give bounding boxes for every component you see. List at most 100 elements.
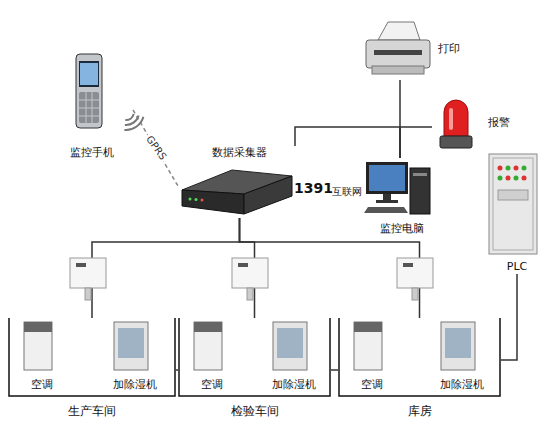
dehumidifier-grill xyxy=(277,328,303,358)
device-node: 空调 xyxy=(16,320,68,392)
plc-cabinet xyxy=(489,154,537,254)
sensor-probe xyxy=(412,288,418,300)
computer-node: 监控电脑 xyxy=(362,158,442,236)
plc-lamp xyxy=(514,166,519,171)
plc-lamp xyxy=(498,166,503,171)
device-node: 加除湿机 xyxy=(262,320,326,392)
keypad-line xyxy=(79,116,99,117)
sensor-box xyxy=(397,258,433,288)
air-conditioner xyxy=(194,322,222,370)
monitor-stand xyxy=(383,194,391,200)
phone-body xyxy=(76,54,102,128)
sensor-logo xyxy=(238,263,248,267)
dehumidifier-grill xyxy=(118,328,144,358)
room-bracket xyxy=(339,318,500,396)
node-label: 空调 xyxy=(346,378,398,392)
sensor-probe xyxy=(247,288,253,300)
keypad-line xyxy=(79,100,99,101)
signal-wave xyxy=(124,117,143,130)
wire-connector xyxy=(176,369,178,371)
monitor-frame xyxy=(366,162,408,194)
node-label: 数据采集器 xyxy=(178,146,301,160)
node-label: 监控手机 xyxy=(50,146,133,160)
node-label: 空调 xyxy=(186,378,238,392)
printer-paper xyxy=(378,22,420,40)
room-area: 生产车间 空调 加除湿机 xyxy=(8,318,176,418)
printer-body xyxy=(366,40,430,68)
sensor-box xyxy=(232,258,268,288)
room-bracket xyxy=(179,318,330,396)
collector-led xyxy=(201,199,204,202)
wire-connector xyxy=(501,274,517,360)
dehumidifier xyxy=(273,322,307,370)
node-label: 报警 xyxy=(488,116,510,130)
ac-vent xyxy=(194,322,222,332)
phone-screen-frame xyxy=(79,61,99,87)
node-label: 加除湿机 xyxy=(430,378,494,392)
plc-door xyxy=(493,158,533,250)
node-label: 检验车间 xyxy=(178,404,331,418)
collector-led xyxy=(189,198,192,201)
alarm-dome xyxy=(444,100,468,136)
phone-node: 监控手机 xyxy=(50,50,133,160)
wire-connector xyxy=(92,218,240,318)
sensor-box xyxy=(70,258,106,288)
wire-connector xyxy=(295,127,400,158)
air-conditioner xyxy=(354,322,382,370)
dehumidifier xyxy=(441,322,475,370)
plc-lamp xyxy=(506,176,511,181)
room-area: 库房 空调 加除湿机 xyxy=(338,318,501,418)
node-label: 监控电脑 xyxy=(362,222,442,236)
plc-panel xyxy=(498,190,528,200)
dehumidifier xyxy=(114,322,148,370)
device-node: 空调 xyxy=(186,320,238,392)
room-area: 检验车间 空调 加除湿机 xyxy=(178,318,331,418)
plc-node: PLC xyxy=(484,150,550,274)
plc-lamp xyxy=(498,176,503,181)
collector-front xyxy=(182,190,244,214)
wire-connector xyxy=(400,127,432,158)
monitor-screen xyxy=(369,165,405,191)
device-node: 加除湿机 xyxy=(430,320,494,392)
keypad-line xyxy=(79,108,99,109)
phone-keypad xyxy=(79,92,99,123)
node-label: 加除湿机 xyxy=(103,378,167,392)
pc-tower xyxy=(410,168,430,214)
sensor-probe xyxy=(85,288,91,300)
phone-screen xyxy=(80,63,98,85)
alarm-node: 报警 xyxy=(432,92,512,154)
node-label: 库房 xyxy=(338,404,501,418)
pc-drive xyxy=(413,173,427,176)
node-label: 生产车间 xyxy=(8,404,176,418)
printer-node: 打印 xyxy=(362,18,462,80)
plc-lamp xyxy=(514,176,519,181)
monitor-base xyxy=(376,200,398,203)
collector-node: 数据采集器 xyxy=(178,146,301,218)
keyboard xyxy=(364,207,408,213)
keypad-line xyxy=(92,92,93,123)
keypad-line xyxy=(86,92,87,123)
printer-slot xyxy=(374,50,422,55)
ac-vent xyxy=(24,322,52,332)
sensor-logo xyxy=(403,263,413,267)
alarm-shine xyxy=(449,108,453,130)
plc-lamp xyxy=(522,166,527,171)
watermark-text: 互联网 xyxy=(332,184,362,200)
plc-lamp xyxy=(522,176,527,181)
signal-wave xyxy=(125,114,133,120)
alarm-base xyxy=(440,136,472,148)
printer-tray xyxy=(372,66,424,74)
collector-led xyxy=(195,198,198,201)
node-label: PLC xyxy=(484,260,550,274)
room-bracket xyxy=(9,318,175,396)
signal-wave xyxy=(125,115,139,125)
node-label: 加除湿机 xyxy=(262,378,326,392)
device-node: 空调 xyxy=(346,320,398,392)
node-label: 打印 xyxy=(438,42,460,56)
node-label: 空调 xyxy=(16,378,68,392)
wire-connector xyxy=(331,369,338,371)
wireless-link xyxy=(133,110,178,186)
ac-vent xyxy=(354,322,382,332)
